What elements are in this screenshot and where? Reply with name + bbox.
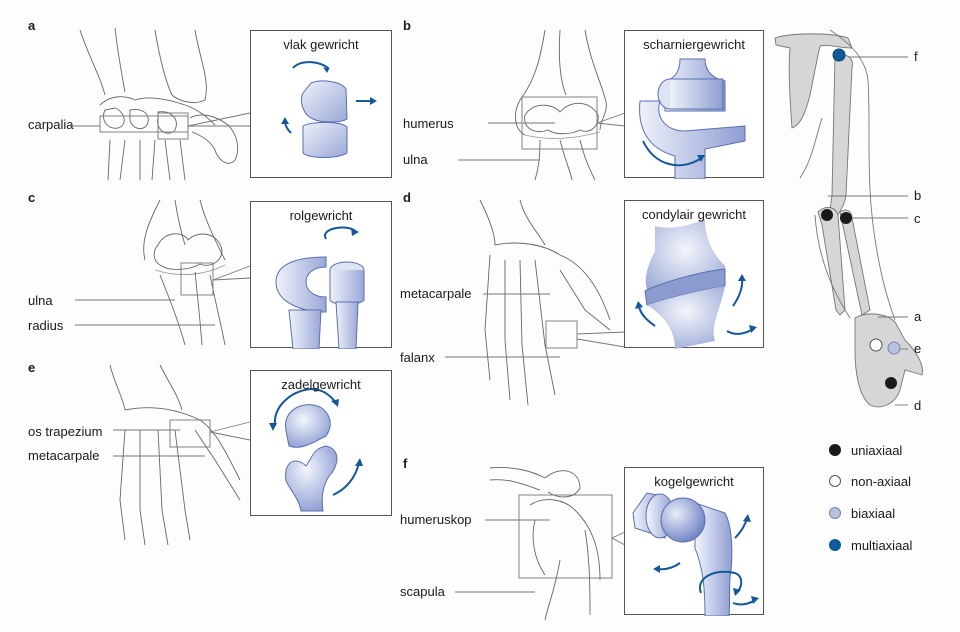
panel-b-letter: b [403,18,411,33]
inset-condylair-gewricht: condylair gewricht [624,200,764,349]
legend-item-uniaxiaal: uniaxiaal [829,440,902,460]
inset-rolgewricht: rolgewricht [250,201,392,350]
inset-kogelgewricht: kogelgewricht [624,467,764,617]
label-scapula: scapula [400,584,445,599]
marker-a-nonaxial [869,338,883,352]
legend-item-biaxiaal: biaxiaal [829,503,895,523]
ball-socket-joint-illustration [632,492,759,617]
marker-e-biaxial [887,341,901,355]
inset-title-kogel: kogelgewricht [654,474,734,489]
legend-label: multiaxiaal [851,537,913,553]
arrow-icon [732,278,744,307]
arrow-icon [332,462,360,496]
legend-item-non-axiaal: non-axiaal [829,471,911,491]
arm-callout-c: c [914,211,921,226]
rotation-arrow-icon [292,61,330,70]
legend-label: non-axiaal [851,473,911,489]
label-metacarpale-e: metacarpale [28,448,100,463]
inset-title-scharnier: scharniergewricht [643,37,745,52]
plane-joint-illustration [281,61,377,158]
inset-title-vlak: vlak gewricht [283,37,359,52]
arrow-icon [726,328,754,335]
flexion-arrow-icon [642,140,701,167]
inset-scharniergewricht: scharniergewricht [624,30,764,180]
marker-c-uniaxial [840,212,852,224]
pivot-joint-illustration [275,226,365,350]
arm-callout-a: a [914,309,922,324]
arm-callout-b: b [914,188,922,203]
arrow-icon [638,305,656,327]
panel-f-letter: f [403,456,408,471]
hinge-joint-illustration [639,58,746,180]
label-radius: radius [28,318,64,333]
legend-item-multiaxiaal: multiaxiaal [829,535,912,555]
rotation-arrow-icon [698,570,743,594]
marker-b-uniaxial [821,209,833,221]
arm-callout-e: e [914,341,922,356]
panel-e-letter: e [28,360,36,375]
inset-title-condylair: condylair gewricht [641,207,747,222]
multiaxial-dot-icon [829,539,841,551]
nonaxial-dot-icon [829,475,841,487]
legend-label: biaxiaal [851,505,896,521]
label-humerus: humerus [403,116,454,131]
marker-f-multiaxial [832,48,846,62]
condyloid-joint-illustration [635,219,757,349]
marker-d-uniaxial [885,377,897,389]
label-ulna-b: ulna [403,152,428,167]
inset-title-rol: rolgewricht [289,208,353,223]
legend-label: uniaxiaal [851,442,903,458]
saddle-joint-illustration [269,387,363,512]
arm-callout-d: d [914,398,922,413]
label-falanx: falanx [400,350,435,365]
panel-a-letter: a [28,18,36,33]
label-ulna-c: ulna [28,293,53,308]
label-carpalia: carpalia [28,117,74,132]
inset-zadelgewricht: zadelgewricht [250,370,392,516]
arrow-icon [656,562,681,571]
biaxial-dot-icon [829,507,841,519]
panel-d-letter: d [403,190,411,205]
arm-callout-f: f [914,49,918,64]
label-metacarpale-d: metacarpale [400,286,472,301]
arrow-icon [732,599,756,606]
label-humeruskop: humeruskop [400,512,472,527]
arrow-icon [273,387,337,427]
inset-vlak-gewricht: vlak gewricht [250,30,392,178]
inset-title-zadel: zadelgewricht [281,377,361,392]
label-os-trapezium: os trapezium [28,424,103,439]
panel-c-letter: c [28,190,36,205]
uniaxial-dot-icon [829,444,841,456]
